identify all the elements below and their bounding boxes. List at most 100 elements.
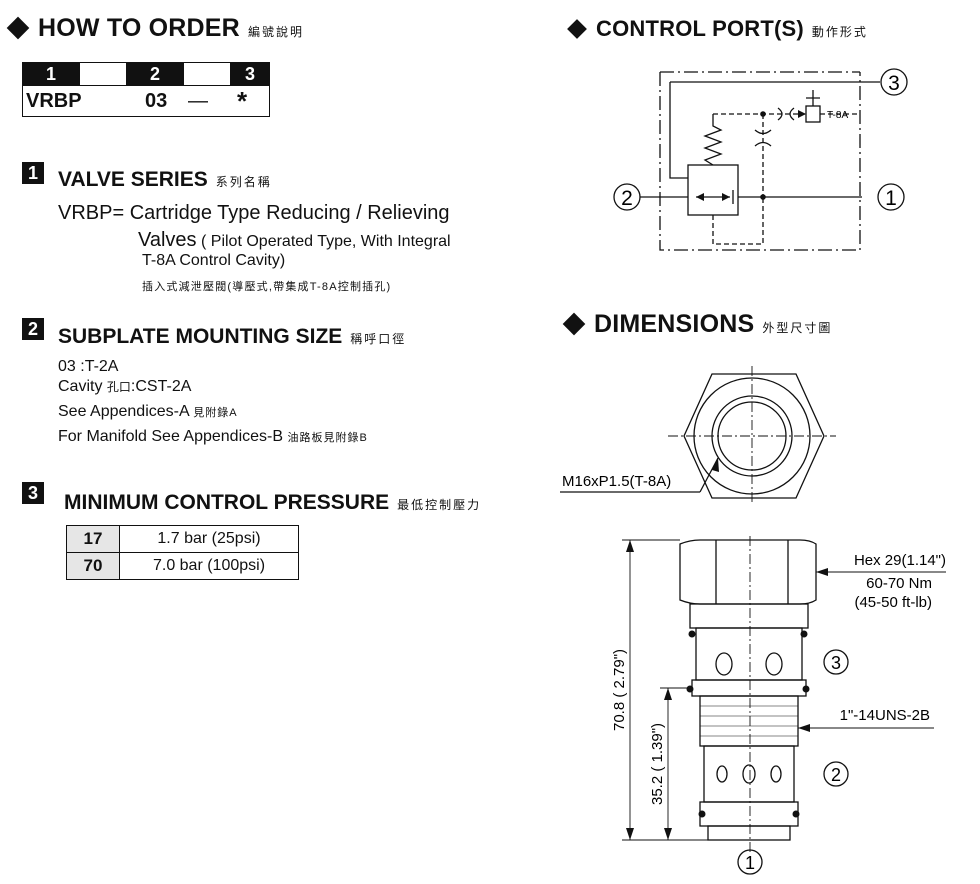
subplate-line2-a: Cavity [58,378,103,395]
leader-arrowhead [798,724,810,732]
pressure-value: 1.7 bar (25psi) [119,525,299,553]
bottom-collar [699,801,799,827]
dim-arrowhead [626,540,634,552]
pressure-value: 7.0 bar (100psi) [119,552,299,580]
dim-arrowhead [664,688,672,700]
port2-label: 2 [621,187,633,210]
thread-hatch [700,705,798,737]
subplate-line4: For Manifold See Appendices-B 油路板見附錄B [58,428,368,446]
port3-line [669,81,880,179]
o-ring-dot [686,685,694,693]
port2-hole [716,765,728,783]
min-pressure-heading: MINIMUM CONTROL PRESSURE 最低控制壓力 [64,491,481,515]
dim-port1-label: 1 [745,853,755,873]
valve-series-line2-main: Valves [138,229,197,251]
dimensions-title: DIMENSIONS [594,310,755,338]
dimensions-title-zh: 外型尺寸圖 [762,321,833,335]
pilot-label: T-8A [827,110,848,121]
pilot-arrowhead [798,110,806,118]
o-ring-dot [792,810,800,818]
overall-dim-label: 70.8 ( 2.79") [611,649,628,731]
o-ring-dot [698,810,706,818]
control-ports-title-zh: 動作形式 [811,25,868,39]
code-dash: — [188,90,208,112]
port1-circle [737,849,763,875]
min-pressure-title-zh: 最低控制壓力 [397,498,482,512]
port2-circle [823,761,849,787]
unf-label: 1"-14UNS-2B [840,707,930,724]
how-to-order-title: HOW TO ORDER [38,14,240,42]
leader-arrowhead [816,568,828,576]
subplate-line2-zh: 孔口 [106,380,131,394]
hydraulic-schematic: T-8A 2 1 3 [613,68,908,251]
leader-arrowhead [712,458,719,472]
subplate-title-zh: 稱呼口徑 [350,332,407,346]
valve-series-line2: Valves ( Pilot Operated Type, With Integ… [138,229,451,252]
pressure-code: 17 [66,525,120,553]
pilot-valve-stem [806,90,820,106]
port3-circle [823,649,849,675]
code-size: 03 [145,90,168,112]
table-row: 70 7.0 bar (100psi) [66,552,299,580]
schematic-envelope [659,71,861,251]
hex-nut-side [679,539,817,605]
orifice-vertical [754,129,772,147]
section-number-3: 3 [22,482,44,504]
diamond-bullet-icon [6,16,30,40]
pilot-valve-box [805,105,821,123]
dim-arrowhead [664,828,672,840]
control-ports-title: CONTROL PORT(S) [596,16,804,41]
dim-port3-label: 3 [831,653,841,673]
port3-label: 3 [888,72,900,95]
subplate-line3-zh: 見附錄A [193,407,238,419]
port1-circle [877,183,905,211]
valve-series-line4-zh: 插入式減泄壓閥(導壓式,帶集成T-8A控制插孔) [142,281,392,293]
orifice-horizontal [777,107,795,121]
hex-flats [715,540,789,604]
subplate-line1: 03 :T-2A [58,358,119,375]
port2-circle [613,183,641,211]
lower-dim-label: 35.2 ( 1.39") [649,723,666,805]
valve-series-line3: T-8A Control Cavity) [142,252,286,269]
how-to-order-title-zh: 編號說明 [247,25,304,39]
o-ring-dot [800,630,808,638]
o-ring-dot [802,685,810,693]
code-gap [79,62,127,86]
junction-dot [760,194,766,200]
port2-hole [742,764,756,784]
valve-series-line1: VRBP= Cartridge Type Reducing / Relievin… [58,202,450,224]
thread-leader [560,457,719,493]
subplate-line4-text: For Manifold See Appendices-B [58,428,284,445]
order-code-example: VRBP 03 — * [22,85,270,117]
code-series: VRBP [26,90,82,112]
order-code-table: 1 2 3 VRBP 03 — * [22,62,270,117]
o-ring-dot [688,630,696,638]
junction-dot [760,111,766,117]
subplate-line4-zh: 油路板見附錄B [287,432,368,444]
valve-series-title-zh: 系列名稱 [215,175,272,189]
dim-port2-label: 2 [831,765,841,785]
valve-series-title: VALVE SERIES [58,168,208,191]
min-pressure-title: MINIMUM CONTROL PRESSURE [64,491,390,514]
min-pressure-table: 17 1.7 bar (25psi) 70 7.0 bar (100psi) [66,525,299,580]
pressure-code: 70 [66,552,120,580]
subplate-heading: SUBPLATE MOUNTING SIZE 稱呼口徑 [58,325,406,349]
diamond-bullet-icon [567,18,587,39]
port3-circle [880,68,908,96]
subplate-line2: Cavity 孔口:CST-2A [58,378,191,396]
control-ports-heading: CONTROL PORT(S) 動作形式 [564,16,868,42]
torque-ftlb-label: (45-50 ft-lb) [854,594,932,611]
port3-hole [765,652,783,676]
valve-spool-box [687,164,739,216]
subplate-line3: See Appendices-A 見附錄A [58,403,238,421]
port3-section [695,627,803,681]
hex-top-view [683,373,825,499]
subplate-title: SUBPLATE MOUNTING SIZE [58,325,343,348]
torque-nm-label: 60-70 Nm [866,575,932,592]
code-position-1: 1 [22,62,80,86]
dim-arrowhead [626,828,634,840]
groove-ring [691,679,807,697]
centerline [668,366,836,505]
section-number-2: 2 [22,318,44,340]
valve-series-line2-sub: ( Pilot Operated Type, With Integral [201,233,451,250]
